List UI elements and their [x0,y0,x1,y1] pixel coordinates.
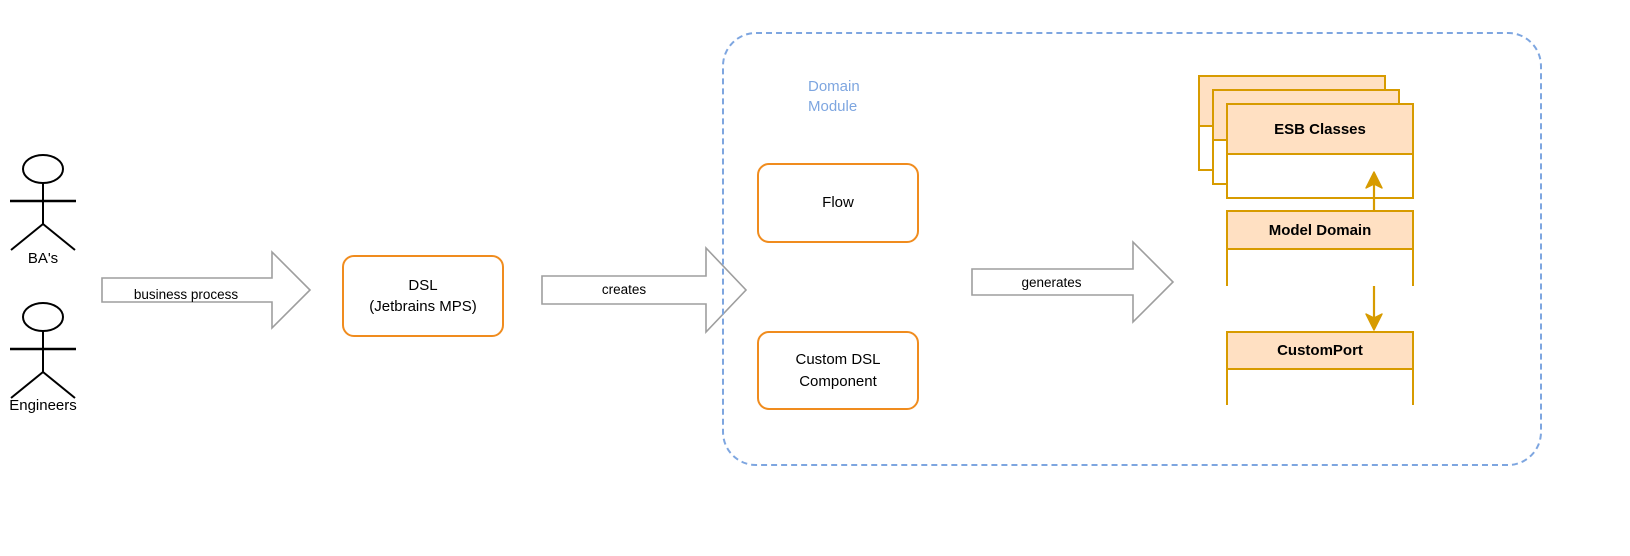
model-domain-to-esb-arrow [1365,171,1383,215]
stick-figure-actor-icon [10,302,76,399]
dsl-node[interactable]: DSL (Jetbrains MPS) [342,255,504,337]
esb-classes-title: ESB Classes [1228,105,1412,155]
customport-class[interactable]: CustomPort [1226,331,1414,407]
creates-arrow-label: creates [601,282,647,297]
esb-classes-class[interactable]: ESB Classes [1226,103,1414,199]
esb-classes-body [1228,155,1412,197]
business-process-arrow-label: business process [133,287,239,302]
domain-module-container [722,32,1542,466]
generates-arrow [971,240,1175,324]
creates-arrow [541,246,748,334]
customport-body [1228,370,1412,407]
engineers-actor-label: Engineers [9,397,77,414]
dsl-node-line1: DSL [408,276,438,294]
dsl-node-line2: (Jetbrains MPS) [369,298,477,315]
flow-node-label: Flow [822,194,854,212]
customport-title: CustomPort [1228,333,1412,370]
custom-dsl-component-line2: Component [799,372,877,390]
flow-node[interactable]: Flow [757,163,919,243]
domain-module-label: Domain Module [808,77,860,118]
generates-arrow-label: generates [1021,275,1082,290]
domain-module-label-line1: Domain [808,78,860,95]
ba-actor-label: BA's [27,250,59,267]
model-domain-to-customport-arrow [1365,286,1383,331]
domain-module-label-line2: Module [808,98,858,116]
stick-figure-actor-icon [10,154,76,251]
custom-dsl-component-line1: Custom DSL [795,351,881,369]
model-domain-body [1228,250,1412,288]
model-domain-title: Model Domain [1228,212,1412,250]
model-domain-class[interactable]: Model Domain [1226,210,1414,288]
business-process-arrow [101,250,312,330]
custom-dsl-component-node[interactable]: Custom DSL Component [757,331,919,410]
